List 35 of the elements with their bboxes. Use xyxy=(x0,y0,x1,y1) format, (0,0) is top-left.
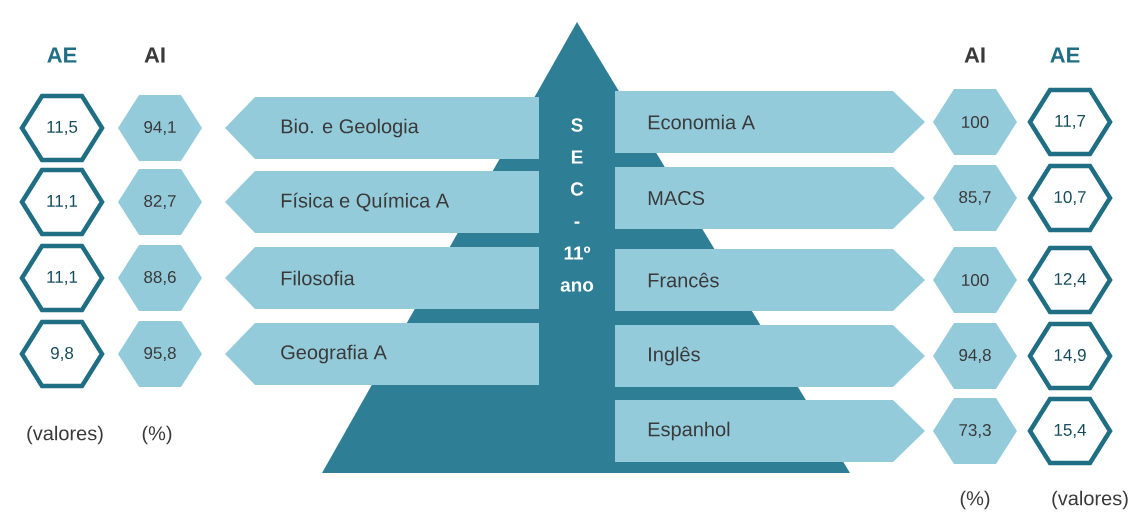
hexagon: 88,6 xyxy=(118,245,202,311)
hexagon: 94,8 xyxy=(933,323,1017,389)
hexagon: 15,4 xyxy=(1027,396,1113,466)
hexagon: 9,8 xyxy=(19,319,105,389)
unit-label: (%) xyxy=(142,425,172,445)
hexagon: 11,1 xyxy=(19,243,105,313)
hexagon: 12,4 xyxy=(1027,245,1113,315)
hexagon: 94,1 xyxy=(118,95,202,161)
column-header: AI xyxy=(964,47,985,63)
hexagon: 73,3 xyxy=(933,398,1017,464)
arrow-banner: MACS xyxy=(615,167,925,229)
arrow-banner: Filosofia xyxy=(225,247,539,309)
hexagon: 11,5 xyxy=(19,93,105,163)
hexagon: 100 xyxy=(933,247,1017,313)
column-header: AI xyxy=(144,47,165,63)
hexagon: 11,1 xyxy=(19,167,105,237)
hexagon: 82,7 xyxy=(118,169,202,235)
arrow-banner: Física e Química A xyxy=(225,171,539,233)
unit-label: (valores) xyxy=(27,425,103,445)
hexagon: 100 xyxy=(933,89,1017,155)
arrow-banner: Bio. e Geologia xyxy=(225,97,539,159)
hexagon: 11,7 xyxy=(1027,87,1113,157)
arrow-banner: Economia A xyxy=(615,91,925,153)
column-header: AE xyxy=(47,47,77,63)
hexagon: 95,8 xyxy=(118,321,202,387)
hexagon: 14,9 xyxy=(1027,321,1113,391)
unit-label: (valores) xyxy=(1052,490,1128,510)
column-header: AE xyxy=(1050,47,1080,63)
hexagon: 85,7 xyxy=(933,165,1017,231)
arrow-banner: Inglês xyxy=(615,325,925,387)
unit-label: (%) xyxy=(960,490,990,510)
arrow-banner: Geografia A xyxy=(225,323,539,385)
arrow-banner: Espanhol xyxy=(615,400,925,462)
arrow-banner: Francês xyxy=(615,249,925,311)
hexagon: 10,7 xyxy=(1027,163,1113,233)
